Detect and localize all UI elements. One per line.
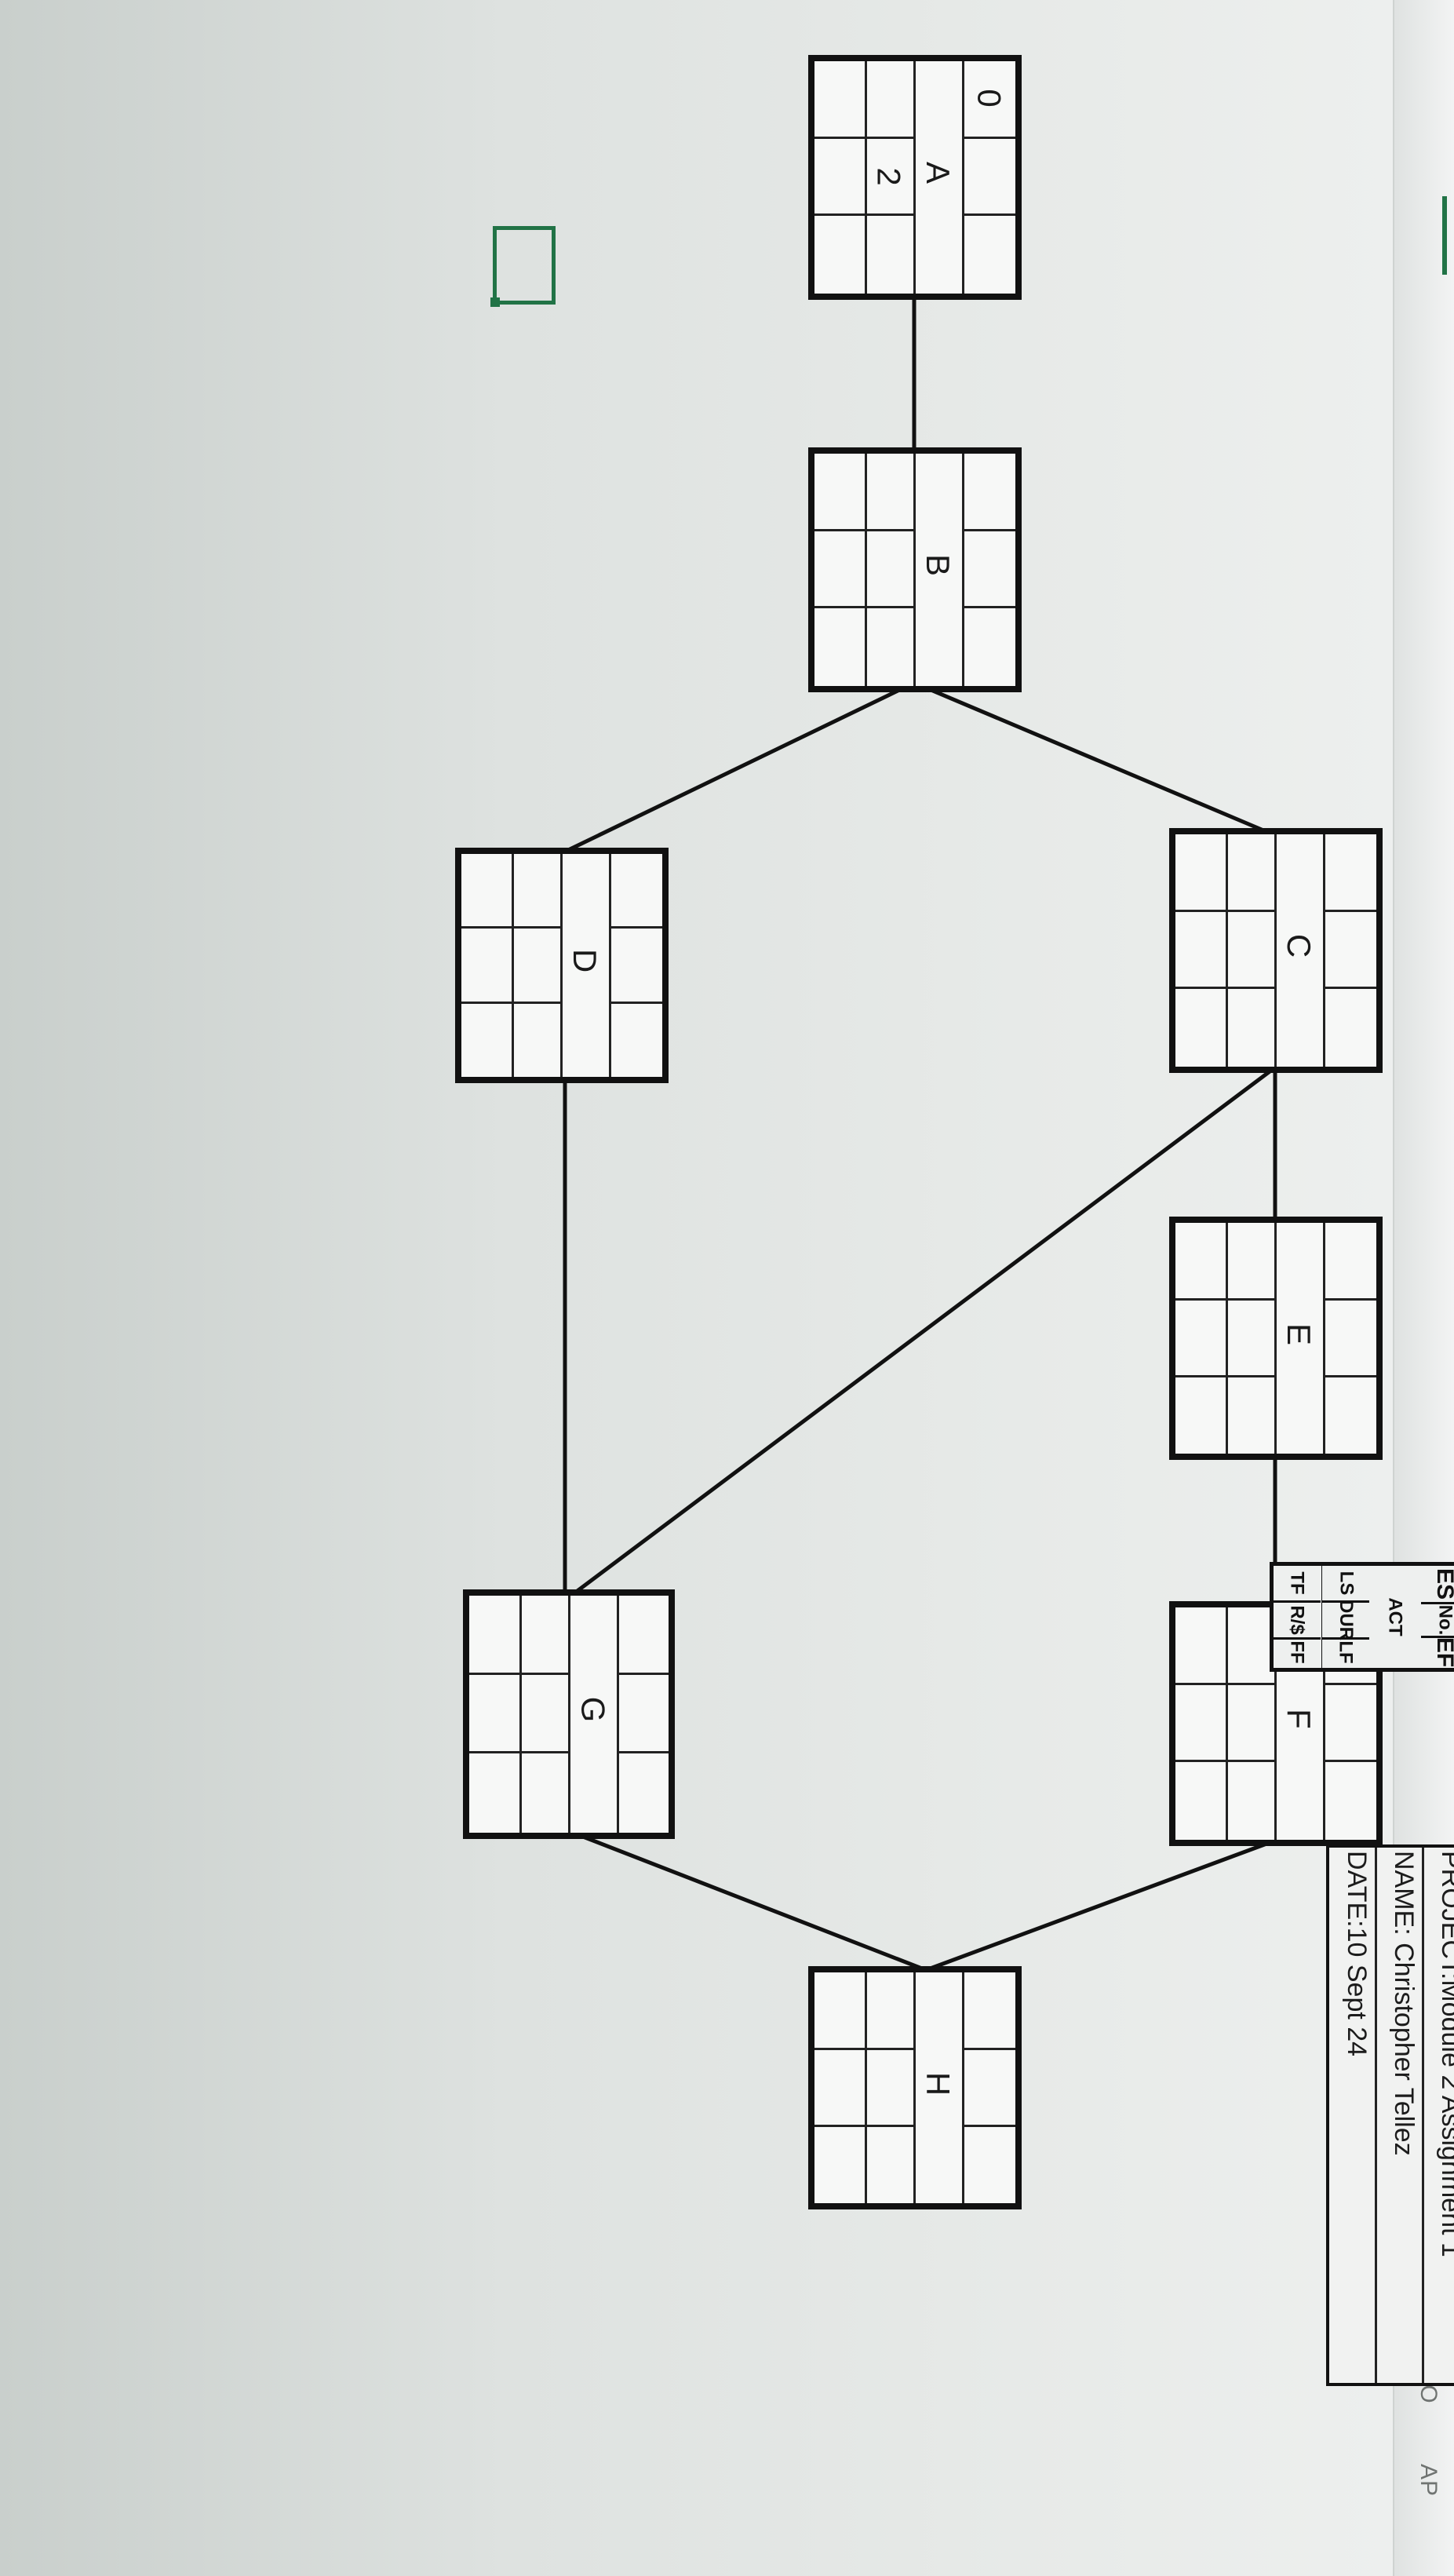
title-project-row: PROJECT:Module 2 Assignment 1 [1425,1848,1454,2383]
legend-rs: R/$ [1274,1600,1321,1640]
legend-es-no-ef-row: ES No. EF [1419,1562,1454,1672]
node-dur[interactable]: 2 [870,167,908,186]
legend-tf: TF [1286,1571,1308,1595]
node-es[interactable]: 0 [971,89,1008,108]
activity-node-a[interactable]: 0 2 A [808,55,1022,300]
legend-act: ACT [1384,1597,1406,1636]
legend-ff: FF [1286,1640,1308,1664]
legend-tf-rs-ff-row: TF R/$ FF [1270,1562,1321,1672]
legend-ef: EF [1432,1636,1454,1668]
activity-node-h[interactable]: H [808,1966,1022,2209]
activity-node-d[interactable]: D [455,848,669,1083]
activity-node-e[interactable]: E [1169,1217,1383,1460]
date: DATE:10 Sept 24 [1342,1851,1372,2057]
link-c-g [567,1066,1277,1599]
legend-lf: LF [1335,1640,1357,1664]
legend-ls: LS [1335,1571,1357,1596]
link-g-h [572,1830,927,1972]
node-activity-label: A [919,161,957,184]
selected-cell[interactable] [490,226,556,307]
legend-dur: DUR [1322,1600,1369,1640]
legend-no: No. [1421,1602,1454,1638]
fill-handle[interactable] [490,297,500,307]
title-name-row: NAME: Christopher Tellez [1378,1848,1419,2383]
node-activity-label: H [920,2071,957,2096]
link-b-d [563,680,916,854]
active-column-indicator [1442,196,1447,275]
legend-ls-dur-lf-row: LS DUR LF [1320,1562,1372,1672]
title-date-row: DATE:10 Sept 24 [1331,1848,1372,2383]
activity-node-b[interactable]: B [808,447,1022,692]
node-activity-label: E [1280,1323,1317,1346]
node-activity-label: D [567,948,603,973]
activity-node-c[interactable]: C [1169,828,1383,1073]
node-activity-label: B [919,553,957,577]
node-activity-label: G [574,1696,611,1723]
title-block: PROJECT:Module 2 Assignment 1 NAME: Chri… [1326,1844,1454,2386]
project-title: PROJECT:Module 2 Assignment 1 [1436,1851,1454,2257]
link-b-c [913,680,1268,834]
link-f-h [925,1838,1276,1972]
author-name: NAME: Christopher Tellez [1389,1851,1419,2156]
legend-act-row: ACT [1369,1562,1421,1672]
activity-node-g[interactable]: G [463,1589,675,1839]
legend-es: ES [1432,1567,1454,1600]
node-activity-label: C [1281,933,1317,958]
